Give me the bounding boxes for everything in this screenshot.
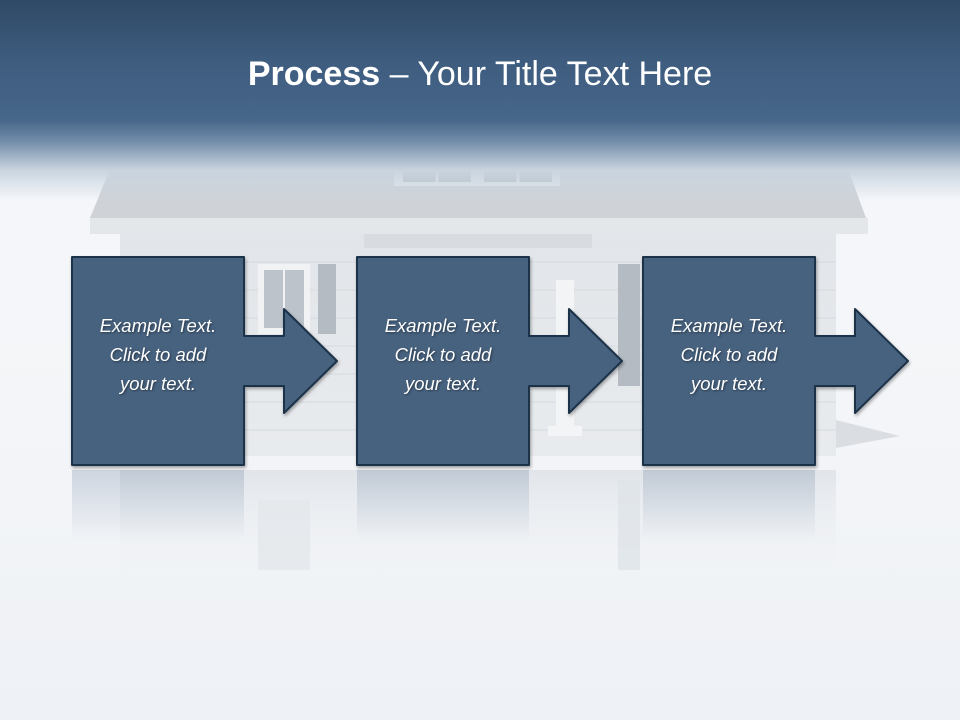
step-1-reflection bbox=[72, 470, 244, 540]
step-2-reflection bbox=[357, 470, 529, 540]
slide-title[interactable]: Process – Your Title Text Here bbox=[0, 52, 960, 96]
title-rest: – Your Title Text Here bbox=[380, 55, 713, 93]
step-3-arrow[interactable] bbox=[642, 256, 909, 466]
step-3-text[interactable]: Example Text. Click to add your text. bbox=[670, 315, 788, 394]
header-band bbox=[0, 0, 960, 200]
step-2-arrow[interactable] bbox=[356, 256, 623, 466]
step-1-text[interactable]: Example Text. Click to add your text. bbox=[99, 315, 217, 394]
step-2-text[interactable]: Example Text. Click to add your text. bbox=[384, 315, 502, 394]
step-1-arrow[interactable] bbox=[71, 256, 338, 466]
title-bold: Process bbox=[247, 55, 381, 93]
step-3-reflection bbox=[643, 470, 815, 540]
